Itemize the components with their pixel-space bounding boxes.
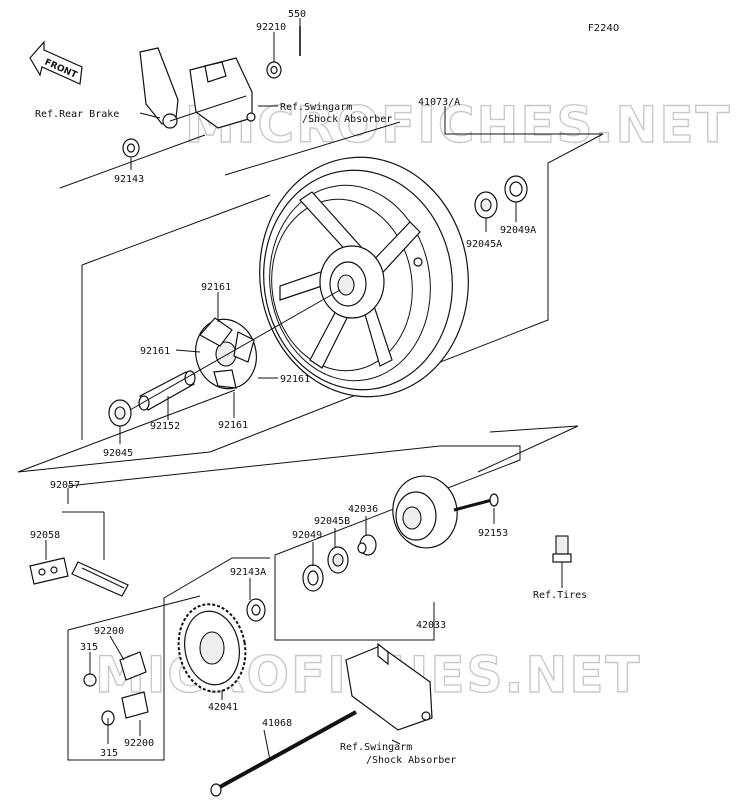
part-label-92152: 92152: [150, 421, 180, 432]
bearing-92045: [108, 399, 132, 427]
rear-sprocket-42041: [177, 603, 247, 693]
ref-swingarm-top-line2: /Shock Absorber: [302, 114, 392, 125]
bolt-92153: [453, 493, 499, 512]
brake-caliper-bracket: [139, 47, 256, 129]
chain-adjuster-top: [83, 651, 147, 687]
part-label-92045b: 92045B: [314, 516, 350, 527]
axle-41068: [210, 710, 357, 797]
damper-92161: [195, 317, 257, 390]
part-label-92210: 92210: [256, 22, 286, 33]
part-label-92045: 92045: [103, 448, 133, 459]
bearing-92045a: [474, 191, 498, 219]
ref-swingarm-bottom-line1: Ref.Swingarm: [340, 742, 412, 753]
rear-wheel: [259, 156, 469, 398]
part-label-42036: 42036: [348, 504, 378, 515]
part-label-92161-top: 92161: [201, 282, 231, 293]
part-label-92057: 92057: [50, 480, 80, 491]
part-label-315-bottom: 315: [100, 748, 118, 759]
part-label-550: 550: [288, 9, 306, 20]
chain-adjuster-bottom: [101, 691, 149, 744]
part-label-92049a: 92049A: [500, 225, 536, 236]
ref-rear-brake: Ref.Rear Brake: [35, 109, 119, 120]
ref-swingarm-top-line1: Ref.Swingarm: [280, 102, 352, 113]
part-label-315-top: 315: [80, 642, 98, 653]
lower-leader-lines: [67, 488, 495, 761]
part-label-41068: 41068: [262, 718, 292, 729]
part-label-42041: 42041: [208, 702, 238, 713]
front-arrow-icon: FRONT: [29, 40, 83, 85]
watermark-top: MICROFICHES.NET: [185, 96, 732, 154]
part-label-92045a: 92045A: [466, 239, 502, 250]
collar-92152: [138, 370, 196, 411]
swingarm-bracket: [345, 642, 433, 731]
upper-assembly-frame: [17, 117, 604, 473]
part-label-92153: 92153: [478, 528, 508, 539]
tire-valve: [552, 535, 572, 588]
coupling-42033: [392, 475, 458, 549]
collar-92143: [122, 138, 140, 158]
part-label-92200-top: 92200: [94, 626, 124, 637]
bearing-92045b: [327, 546, 349, 574]
part-label-92200-bottom: 92200: [124, 738, 154, 749]
oil-seal-92049: [302, 564, 324, 592]
part-label-92143a: 92143A: [230, 567, 266, 578]
ref-tires: Ref.Tires: [533, 590, 587, 601]
diagram-code: F2240: [588, 23, 619, 34]
part-label-92058: 92058: [30, 530, 60, 541]
collar-42036: [357, 534, 377, 556]
part-label-92161-right: 92161: [280, 374, 310, 385]
part-label-41073a: 41073/A: [418, 97, 460, 108]
part-label-92161-bottom: 92161: [218, 420, 248, 431]
collar-92143a: [246, 598, 266, 622]
washer-92210: [266, 61, 282, 79]
ref-swingarm-bottom-line2: /Shock Absorber: [366, 755, 456, 766]
drive-chain-92057: [29, 511, 129, 597]
part-label-42033: 42033: [416, 620, 446, 631]
part-label-92143: 92143: [114, 174, 144, 185]
upper-leader-lines: [119, 18, 517, 444]
oil-seal-92049a: [504, 175, 528, 203]
part-label-92049: 92049: [292, 530, 322, 541]
part-label-92161-left: 92161: [140, 346, 170, 357]
